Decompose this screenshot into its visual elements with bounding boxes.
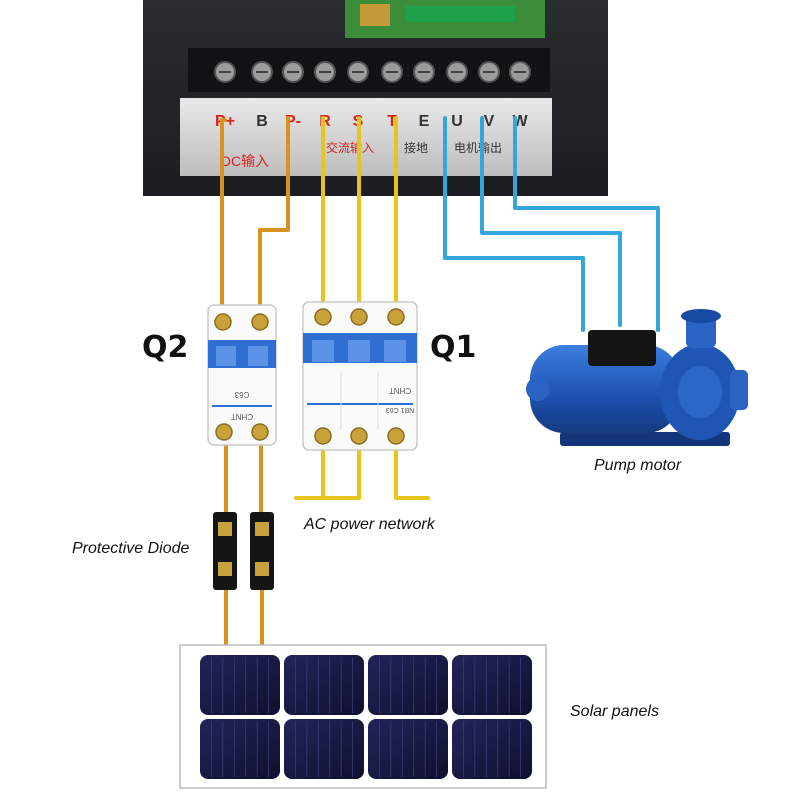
q1-bottom-screw-3 [387, 427, 405, 445]
group-label-motor: 电机输出 [454, 140, 502, 155]
q2-toggle-1[interactable] [216, 346, 236, 366]
solar-cell [200, 655, 280, 715]
wire-motor-u [443, 116, 585, 332]
group-label-ground: 接地 [404, 140, 428, 155]
wire-ac-out-2 [321, 438, 361, 500]
q1-top-screw-1 [314, 308, 332, 326]
wires [220, 116, 660, 652]
q2-bottom-screw-1 [215, 423, 233, 441]
solar-cells [200, 655, 532, 779]
q2-label: Q2 [142, 330, 189, 365]
q1-brand: CHNT [389, 386, 411, 395]
terminal-screws [214, 61, 531, 83]
terminal-label: B [256, 113, 268, 130]
pump-inlet [730, 370, 748, 410]
group-label-dc: DC输入 [221, 153, 269, 169]
breaker-q2: CHNT C63 [207, 304, 277, 446]
q2-brand: CHNT [231, 412, 253, 421]
wire-dc-negative [258, 116, 290, 318]
wire-dc-positive [220, 118, 227, 318]
terminal-label: V [484, 113, 495, 130]
diode-right-screw-top [255, 522, 269, 536]
pump-fan-cover [526, 377, 550, 401]
diode-right-screw-bottom [255, 562, 269, 576]
wire-ac-out-3 [394, 438, 430, 500]
protective-diode-label: Protective Diode [72, 540, 190, 557]
terminal-label: E [419, 113, 430, 130]
q1-top-screw-3 [387, 308, 405, 326]
q2-bottom-screw-2 [251, 423, 269, 441]
control-board-terminals [360, 4, 515, 26]
solar-cell [452, 719, 532, 779]
q1-bottom-screw-2 [350, 427, 368, 445]
pump-junction-box [588, 330, 656, 366]
diode-left-screw-top [218, 522, 232, 536]
wire-motor-v [480, 116, 622, 327]
terminal-label: T [387, 113, 397, 130]
pump-motor-label: Pump motor [594, 457, 682, 474]
solar-cell [284, 719, 364, 779]
breaker-q1: CHNT NB1 C63 [302, 301, 418, 451]
pump-motor [526, 309, 748, 446]
group-label-ac: 交流输入 [326, 140, 374, 155]
q1-toggle-2[interactable] [348, 340, 370, 362]
diode-left-screw-bottom [218, 562, 232, 576]
solar-cell [200, 719, 280, 779]
protective-diodes [213, 512, 274, 590]
terminal-label-plate [180, 98, 552, 176]
solar-cell [284, 655, 364, 715]
q2-top-screw-1 [214, 313, 232, 331]
solar-panels [179, 644, 547, 789]
solar-cell [368, 655, 448, 715]
q1-top-screw-2 [350, 308, 368, 326]
ac-power-network-label: AC power network [304, 516, 435, 533]
q1-toggle-3[interactable] [384, 340, 406, 362]
terminal-label: U [451, 113, 463, 130]
solar-panels-label: Solar panels [570, 703, 659, 720]
wire-motor-w [513, 116, 660, 332]
q2-toggle-2[interactable] [248, 346, 268, 366]
solar-cell [452, 655, 532, 715]
q1-toggle-1[interactable] [312, 340, 334, 362]
solar-cell [368, 719, 448, 779]
q2-top-screw-2 [251, 313, 269, 331]
q1-label: Q1 [430, 330, 477, 365]
pump-motor-housing [530, 345, 680, 433]
q2-model: C63 [234, 390, 249, 399]
terminal-group-labels: DC输入 交流输入 接地 电机输出 [221, 140, 502, 169]
q1-model: NB1 C63 [386, 406, 415, 413]
q1-bottom-screw-1 [314, 427, 332, 445]
